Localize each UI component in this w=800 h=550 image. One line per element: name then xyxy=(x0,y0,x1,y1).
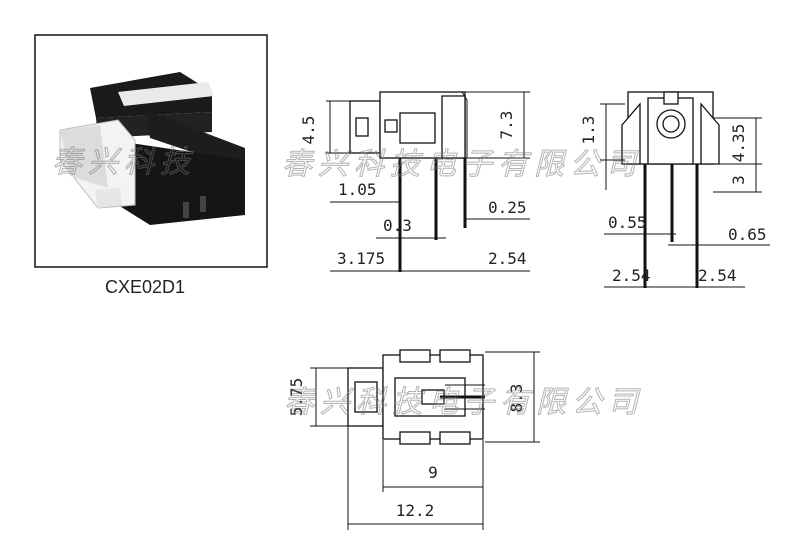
top-view: 5.75 8.3 9 12.2 xyxy=(287,349,540,530)
product-photo: CXE02D1 xyxy=(34,34,268,297)
jack-render xyxy=(59,72,245,225)
top-dim-width-inner: 9 xyxy=(428,463,438,482)
front-dim-pitch-right: 2.54 xyxy=(698,266,737,285)
top-dim-height: 5.75 xyxy=(287,378,306,417)
front-dim-top: 1.3 xyxy=(579,116,598,145)
front-dim-pitch-left: 2.54 xyxy=(612,266,651,285)
watermark-top: 春兴科技电子有限公司 xyxy=(282,147,642,182)
top-dim-total-height: 8.3 xyxy=(507,384,526,413)
front-dim-h-upper: 4.35 xyxy=(729,124,748,163)
side-view: 4.5 7.3 1.05 0.3 0.25 3.175 2.54 xyxy=(299,91,530,272)
side-dim-h-upper: 4.5 xyxy=(299,116,318,145)
side-dim-pin-width: 0.25 xyxy=(488,198,527,217)
front-dim-pin-b: 0.65 xyxy=(728,225,767,244)
watermark-bottom: 春兴科技电子有限公司 xyxy=(284,385,644,420)
side-dim-h-total: 7.3 xyxy=(497,111,516,140)
front-dim-h-lower: 3 xyxy=(729,175,748,185)
top-dim-width-total: 12.2 xyxy=(396,501,435,520)
photo-caption: CXE02D1 xyxy=(105,277,185,297)
side-dim-gap: 0.3 xyxy=(383,216,412,235)
watermark-left: 春兴科技 xyxy=(52,145,196,180)
side-dim-pin-offset: 1.05 xyxy=(338,180,377,199)
front-view: 1.3 4.35 3 0.55 0.65 2.54 2.54 xyxy=(579,91,770,288)
side-dim-pitch-left: 3.175 xyxy=(337,249,385,268)
side-dim-pitch-right: 2.54 xyxy=(488,249,527,268)
front-dim-pin-a: 0.55 xyxy=(608,213,647,232)
